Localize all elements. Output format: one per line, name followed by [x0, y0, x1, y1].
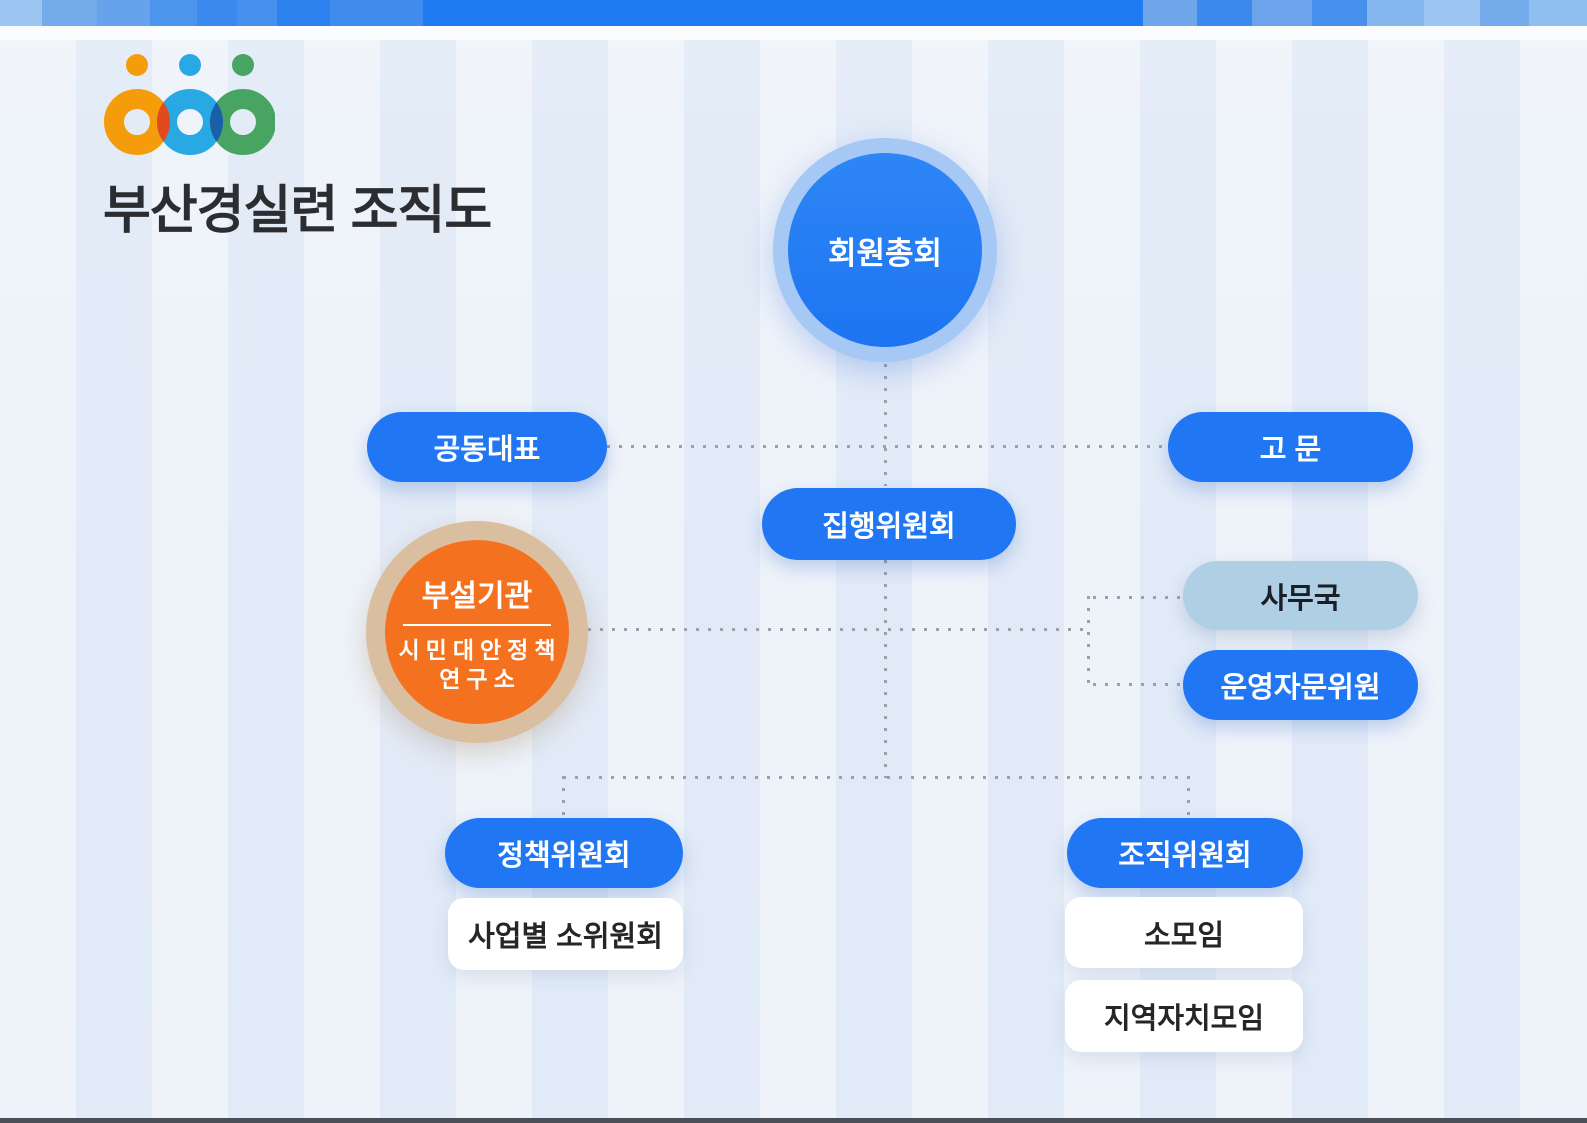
connector-bracket-vertical	[1087, 596, 1090, 686]
general-assembly-label: 회원총회	[788, 153, 982, 347]
top-accent-bar	[0, 0, 1587, 26]
affiliated-org-line1: 시민대안정책	[398, 636, 562, 663]
node-co-representatives: 공동대표	[367, 412, 607, 482]
connector-corep-to-advisors	[607, 445, 1168, 448]
node-secretariat: 사무국	[1183, 561, 1418, 630]
affiliated-org-divider	[403, 623, 551, 626]
node-general-assembly: 회원총회	[773, 138, 997, 362]
node-advisors: 고 문	[1168, 412, 1413, 482]
node-executive-committee: 집행위원회	[762, 488, 1016, 560]
top-accent-gap	[0, 26, 1587, 40]
node-project-subcommittees: 사업별 소위원회	[448, 898, 683, 970]
bottom-edge-bar	[0, 1118, 1587, 1123]
connector-bracket-to-secretariat	[1093, 596, 1181, 599]
node-affiliated-org: 부설기관 시민대안정책 연구소	[366, 521, 588, 743]
three-people-rings-icon	[104, 54, 276, 155]
connector-stub-organizing	[1187, 776, 1190, 817]
connector-bracket-to-advisory	[1093, 683, 1181, 686]
connector-executive-to-lower	[884, 560, 887, 778]
node-local-autonomy-groups: 지역자치모임	[1065, 980, 1303, 1052]
affiliated-org-content: 부설기관 시민대안정책 연구소	[385, 540, 569, 724]
connector-assembly-to-executive	[884, 364, 887, 486]
node-small-groups: 소모임	[1065, 897, 1303, 968]
connector-lower-horizontal	[563, 776, 1190, 779]
node-organizing-committee: 조직위원회	[1067, 818, 1303, 888]
page-title: 부산경실련 조직도	[103, 182, 492, 240]
affiliated-org-title: 부설기관	[421, 579, 533, 613]
connector-stub-policy	[562, 776, 565, 817]
connector-affiliated-to-bracket	[588, 628, 1087, 631]
node-policy-committee: 정책위원회	[445, 818, 683, 888]
node-operating-advisors: 운영자문위원	[1183, 650, 1418, 720]
busan-ccej-logo-icon	[95, 48, 276, 168]
affiliated-org-line2: 연구소	[439, 665, 521, 692]
